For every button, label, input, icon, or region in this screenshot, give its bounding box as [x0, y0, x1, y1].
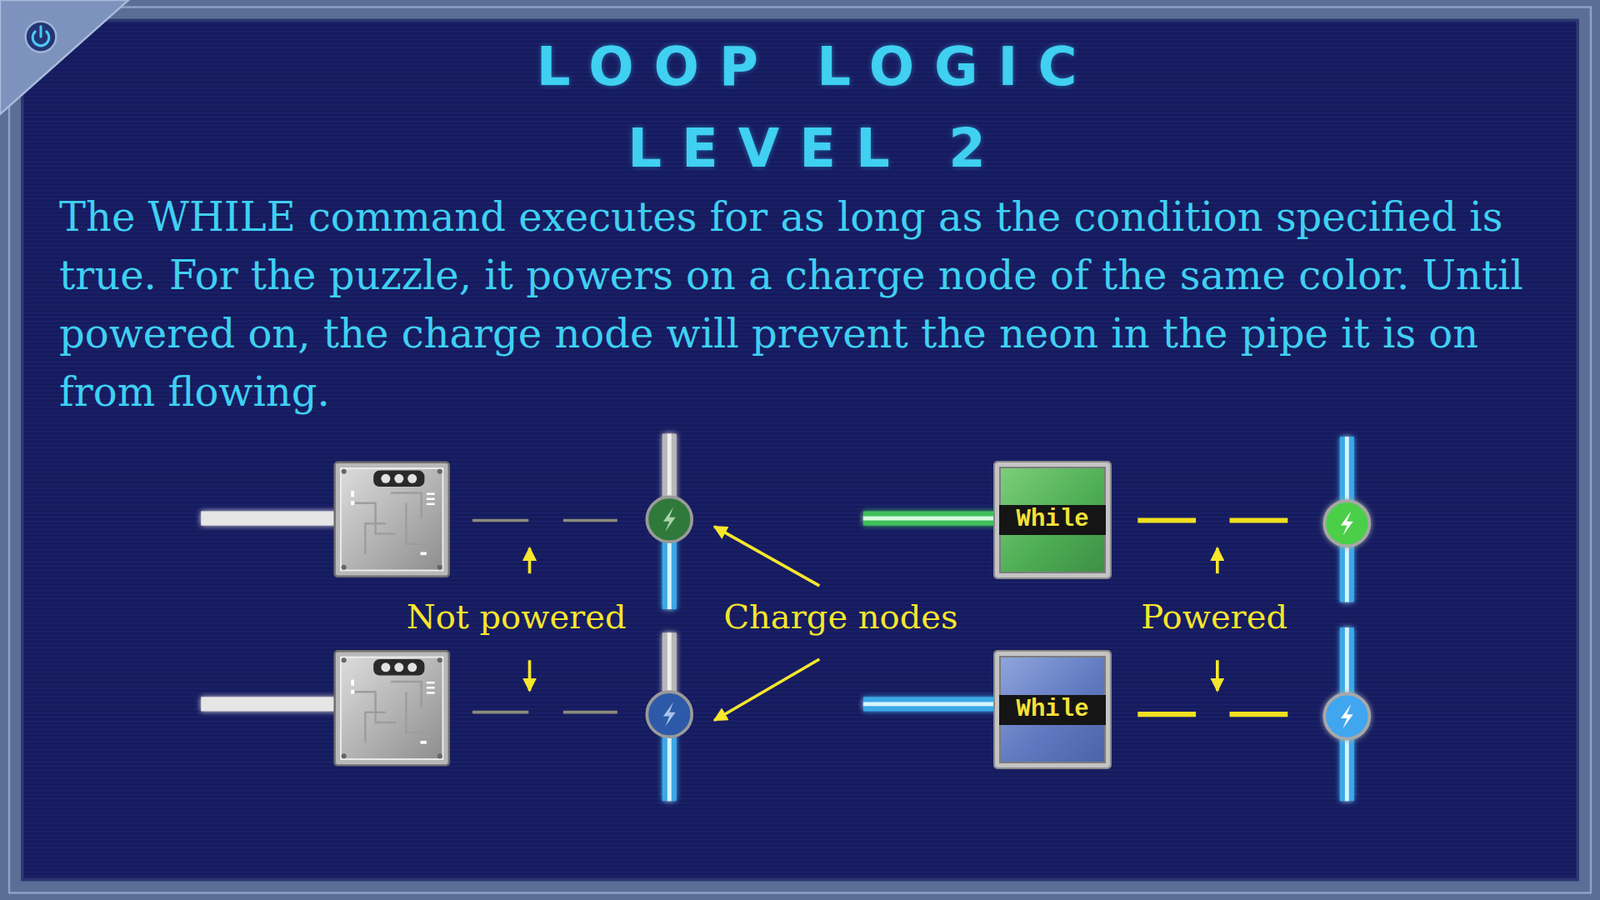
leader-arrow [1215, 548, 1220, 575]
while-block: While [995, 651, 1110, 767]
pipe-core [863, 516, 996, 521]
pipe [662, 735, 677, 802]
leader-arrow [528, 548, 532, 575]
command-label: While [999, 505, 1106, 535]
charge-node [646, 496, 692, 542]
pipe [200, 510, 337, 525]
callout-arrows [530, 526, 1218, 721]
pipes [200, 433, 1355, 801]
pipe-core [863, 701, 996, 706]
command-slot [335, 650, 450, 765]
pipe [863, 510, 996, 525]
charge-node [646, 691, 692, 737]
callout-label: Not powered [406, 596, 627, 637]
while-block: While [995, 462, 1110, 578]
charge-node [1324, 694, 1370, 740]
leader-arrow [714, 526, 820, 586]
screen-ground [22, 20, 1578, 880]
callout-label: Charge nodes [723, 596, 958, 637]
pipe [200, 696, 337, 711]
pipe [662, 539, 677, 610]
leader-arrow [1215, 660, 1220, 691]
charge-nodes [646, 496, 1370, 739]
charge-node [1324, 500, 1370, 546]
corner-plate [0, 0, 129, 115]
powered-link [1137, 520, 1288, 715]
leader-arrow [714, 659, 820, 720]
callout-label: Powered [1140, 596, 1288, 637]
pipe-core [667, 433, 672, 501]
command-slot [335, 462, 450, 577]
pipe-core [667, 735, 672, 802]
screen-title: LOOP LOGIC LEVEL 2 [441, 25, 1192, 190]
leader-arrow [528, 660, 532, 691]
pipe-core [667, 539, 672, 610]
command-label: While [999, 695, 1106, 725]
pipe [662, 433, 677, 501]
pipe [662, 632, 677, 695]
instruction-text: The WHILE command executes for as long a… [59, 187, 1551, 421]
pipe [863, 696, 996, 711]
power-button [25, 21, 57, 53]
power-icon [32, 26, 50, 46]
frame-bevel [9, 7, 1591, 894]
pipe-core [667, 632, 672, 695]
